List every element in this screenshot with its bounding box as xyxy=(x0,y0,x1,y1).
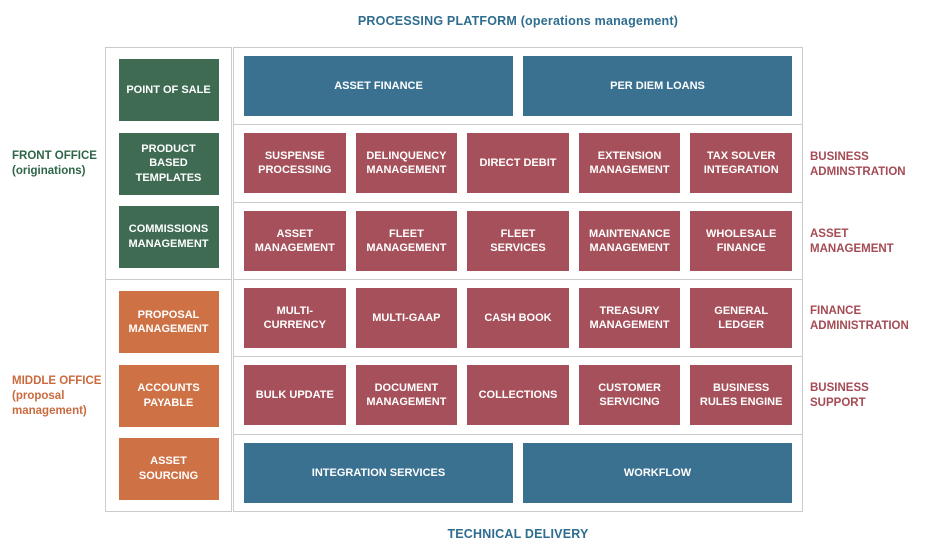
platform-grid: ASSET FINANCE PER DIEM LOANS SUSPENSE PR… xyxy=(233,47,803,512)
left-column: POINT OF SALE PRODUCT BASED TEMPLATES CO… xyxy=(105,47,232,512)
row-finance-administration: MULTI- CURRENCY MULTI-GAAP CASH BOOK TRE… xyxy=(233,278,803,358)
row-asset-management: ASSET MANAGEMENT FLEET MANAGEMENT FLEET … xyxy=(233,201,803,280)
row-platform-top: ASSET FINANCE PER DIEM LOANS xyxy=(233,47,803,126)
box-cash-book: CASH BOOK xyxy=(467,288,569,349)
box-customer-servicing: CUSTOMER SERVICING xyxy=(578,365,681,426)
box-multi-gaap: MULTI-GAAP xyxy=(355,288,458,349)
box-collections: COLLECTIONS xyxy=(467,365,569,426)
box-asset-sourcing: ASSET SOURCING xyxy=(118,437,219,500)
box-treasury-management: TREASURY MANAGEMENT xyxy=(578,288,681,349)
box-asset-management: ASSET MANAGEMENT xyxy=(244,210,346,271)
row-business-support: BULK UPDATE DOCUMENT MANAGEMENT COLLECTI… xyxy=(233,356,803,435)
front-office-section: POINT OF SALE PRODUCT BASED TEMPLATES CO… xyxy=(105,47,232,280)
box-integration-services: INTEGRATION SERVICES xyxy=(244,442,513,503)
box-fleet-management: FLEET MANAGEMENT xyxy=(355,210,458,271)
box-general-ledger: GENERAL LEDGER xyxy=(690,288,792,349)
box-proposal-management: PROPOSAL MANAGEMENT xyxy=(118,291,219,354)
title-processing-platform: PROCESSING PLATFORM (operations manageme… xyxy=(357,14,679,28)
title-technical-delivery: TECHNICAL DELIVERY xyxy=(447,527,589,541)
box-suspense-processing: SUSPENSE PROCESSING xyxy=(244,133,346,194)
box-extension-management: EXTENSION MANAGEMENT xyxy=(578,133,681,194)
box-accounts-payable: ACCOUNTS PAYABLE xyxy=(118,364,219,427)
box-wholesale-finance: WHOLESALE FINANCE xyxy=(690,210,792,271)
box-business-rules-engine: BUSINESS RULES ENGINE xyxy=(690,365,792,426)
label-asset-management-group: ASSET MANAGEMENT xyxy=(810,228,894,256)
label-middle-office: MIDDLE OFFICE (proposal management) xyxy=(12,375,102,418)
label-front-office: FRONT OFFICE (originations) xyxy=(12,150,97,178)
label-finance-administration: FINANCE ADMINISTRATION xyxy=(810,305,909,333)
row-business-administration: SUSPENSE PROCESSING DELINQUENCY MANAGEME… xyxy=(233,124,803,203)
box-multi-currency: MULTI- CURRENCY xyxy=(244,288,346,349)
box-maintenance-management: MAINTENANCE MANAGEMENT xyxy=(578,210,681,271)
box-product-based-templates: PRODUCT BASED TEMPLATES xyxy=(118,132,219,195)
box-asset-finance: ASSET FINANCE xyxy=(244,56,513,117)
middle-office-section: PROPOSAL MANAGEMENT ACCOUNTS PAYABLE ASS… xyxy=(105,279,232,512)
row-technical-delivery: INTEGRATION SERVICES WORKFLOW xyxy=(233,433,803,512)
box-delinquency-management: DELINQUENCY MANAGEMENT xyxy=(355,133,458,194)
label-business-administration: BUSINESS ADMINSTRATION xyxy=(810,151,906,179)
box-bulk-update: BULK UPDATE xyxy=(244,365,346,426)
box-document-management: DOCUMENT MANAGEMENT xyxy=(355,365,458,426)
box-tax-solver-integration: TAX SOLVER INTEGRATION xyxy=(690,133,792,194)
label-business-support: BUSINESS SUPPORT xyxy=(810,382,869,410)
box-fleet-services: FLEET SERVICES xyxy=(467,210,569,271)
box-commissions-management: COMMISSIONS MANAGEMENT xyxy=(118,205,219,268)
box-per-diem-loans: PER DIEM LOANS xyxy=(523,56,792,117)
box-direct-debit: DIRECT DEBIT xyxy=(467,133,569,194)
box-workflow: WORKFLOW xyxy=(523,442,792,503)
box-point-of-sale: POINT OF SALE xyxy=(118,59,219,122)
